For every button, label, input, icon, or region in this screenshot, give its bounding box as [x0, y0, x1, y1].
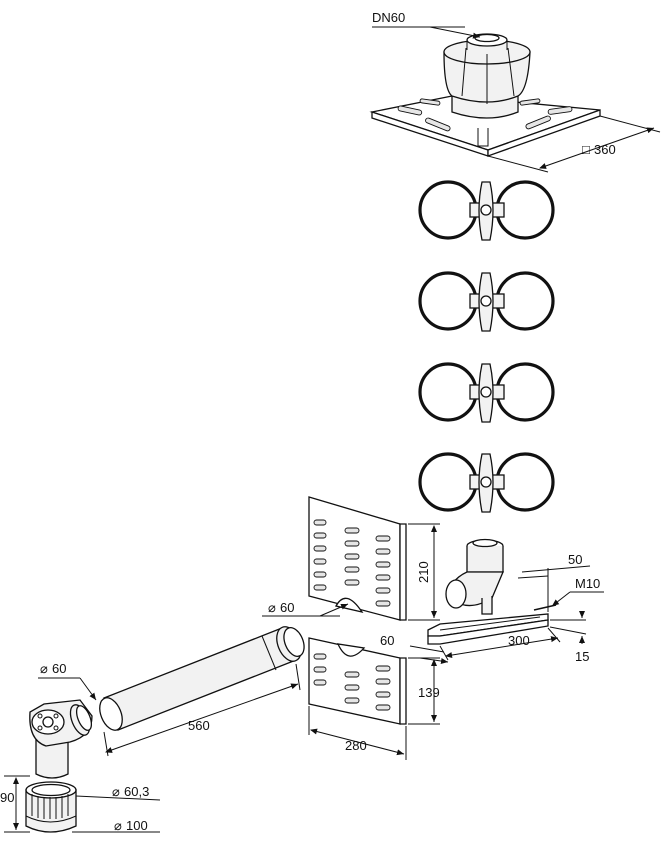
dim-139-label: 139	[418, 685, 440, 700]
diameter-60-left: ⌀ 60	[38, 661, 97, 701]
pipe-clamp-3	[418, 362, 555, 423]
dim-560-label: 560	[188, 718, 210, 733]
roof-flashing	[369, 33, 601, 157]
pipe-clamp-1	[418, 180, 555, 241]
dim-360-label: 360	[594, 142, 616, 157]
elbow-fitting	[445, 538, 504, 615]
grille-upper	[308, 496, 407, 621]
diameter-100: ⌀ 100	[72, 818, 160, 833]
m10-label: M10	[575, 576, 600, 591]
dim-50-label: 50	[568, 552, 582, 567]
diameter-100-label: 100	[126, 818, 148, 833]
diameter-60-mid-label: 60	[280, 600, 294, 615]
diameter-60-3-label: 60,3	[124, 784, 149, 799]
dim-280-label: 280	[345, 738, 367, 753]
dim-90: 90	[0, 775, 30, 833]
dim-210: 210	[408, 523, 440, 621]
dim-210-label: 210	[416, 561, 431, 583]
dim-15: 15	[549, 611, 589, 664]
dim-60-bracket-label: 60	[380, 633, 394, 648]
dim-360: □ 360	[487, 115, 661, 173]
grille-lower	[308, 637, 407, 725]
diameter-60-mid: ⌀ 60	[262, 600, 349, 617]
square-symbol: □	[582, 142, 590, 157]
dim-300: 300	[439, 627, 561, 661]
diameter-60-3: ⌀ 60,3	[75, 784, 161, 801]
diameter-60-left-label: 60	[52, 661, 66, 676]
dim-560: 560	[103, 663, 301, 757]
dn60-label: DN60	[372, 10, 405, 25]
diameter-symbol-mid: ⌀	[268, 600, 276, 615]
pipe-clamp-2	[418, 271, 555, 332]
dim-15-label: 15	[575, 649, 589, 664]
dim-60-bracket: 60	[380, 633, 449, 664]
diameter-symbol-603: ⌀	[112, 784, 120, 799]
dim-90-label: 90	[0, 790, 14, 805]
dim-280: 280	[308, 706, 407, 760]
lower-elbow	[29, 699, 93, 779]
dn60-callout: DN60	[372, 10, 481, 39]
pipe-560	[99, 626, 305, 731]
pipe-clamp-4	[418, 452, 555, 513]
m10-callout: M10	[551, 576, 604, 607]
diameter-symbol-100: ⌀	[114, 818, 122, 833]
dim-139: 139	[408, 657, 440, 725]
dim-50: 50	[517, 552, 591, 612]
diameter-symbol-left: ⌀	[40, 661, 48, 676]
wall-sleeve	[25, 781, 77, 833]
dim-300-label: 300	[508, 633, 530, 648]
